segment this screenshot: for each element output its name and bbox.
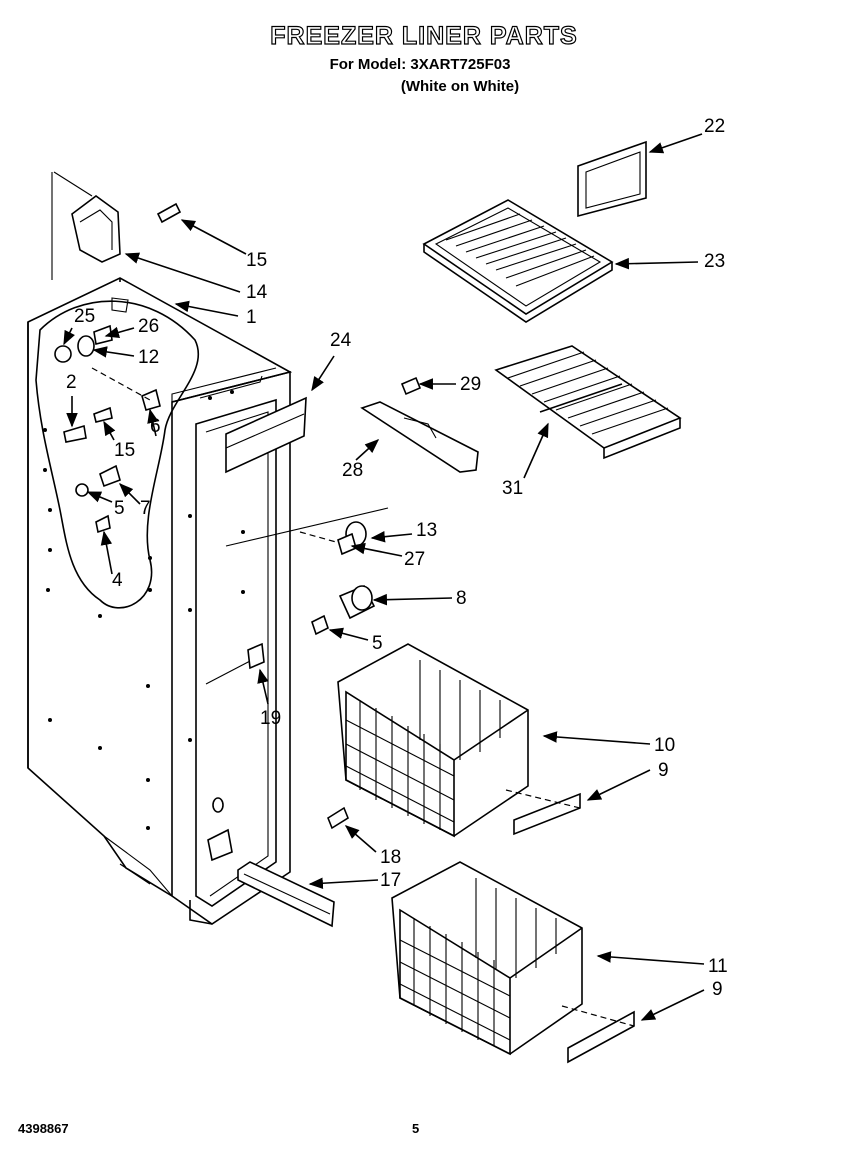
callout-9-top: 9: [658, 760, 669, 781]
document-number: 4398867: [18, 1121, 69, 1136]
part-19-clip: [247, 642, 265, 670]
part-17-trim: [237, 861, 335, 928]
trim-24: [225, 396, 307, 474]
color-variant: (White on White): [400, 78, 520, 95]
callout-14: 14: [246, 282, 268, 303]
callout-31: 31: [502, 478, 523, 499]
callout-15-top: 15: [246, 250, 267, 271]
callout-25: 25: [74, 306, 95, 327]
callout-24: 24: [330, 330, 352, 351]
callout-17: 17: [380, 870, 401, 891]
callout-19: 19: [260, 708, 281, 729]
callout-11: 11: [708, 956, 728, 977]
page-title: FREEZER LINER PARTS: [270, 21, 578, 50]
callout-29: 29: [460, 374, 481, 395]
callout-5-front: 5: [372, 633, 383, 654]
hinge-bracket: [51, 171, 121, 280]
callout-27: 27: [404, 549, 425, 570]
callout-23: 23: [704, 251, 725, 272]
callout-4: 4: [112, 570, 123, 591]
callout-8: 8: [456, 588, 467, 609]
screw-18: [327, 806, 349, 830]
callout-12: 12: [138, 347, 159, 368]
callout-9-bottom: 9: [712, 979, 723, 1000]
alignment-lines: [299, 531, 635, 1027]
callout-7: 7: [140, 498, 151, 519]
side-wall-parts: [54, 324, 161, 534]
screw-15-top: [156, 202, 182, 224]
basket-11: [391, 861, 583, 1056]
part-8-knob: [311, 584, 376, 636]
callout-6: 6: [150, 416, 161, 437]
screw-29: [400, 376, 422, 396]
part-13-27: [337, 521, 367, 556]
callout-28: 28: [342, 460, 363, 481]
callout-15-side: 15: [114, 440, 135, 461]
callout-10: 10: [654, 735, 675, 756]
basket-10: [337, 643, 529, 838]
callout-5-side: 5: [114, 498, 125, 519]
callout-13: 13: [416, 520, 437, 541]
part-28-rail: [360, 401, 479, 473]
page-number: 5: [412, 1121, 420, 1136]
part-31-wire-shelf: [494, 345, 682, 460]
callout-18: 18: [380, 847, 401, 868]
part-23-shelf: [422, 199, 614, 323]
leader-lines: [63, 133, 705, 1021]
callout-26: 26: [138, 316, 159, 337]
trim-9-bottom: [567, 1010, 635, 1064]
callout-labels: 22 23 15 14 1 25 26 12 24 2 29 15 6 28 3…: [66, 116, 728, 1000]
part-22-panel: [577, 140, 647, 218]
callout-1: 1: [246, 307, 257, 328]
model-number: For Model: 3XART725F03: [329, 56, 511, 73]
callout-22: 22: [704, 116, 725, 137]
callout-2: 2: [66, 372, 77, 393]
